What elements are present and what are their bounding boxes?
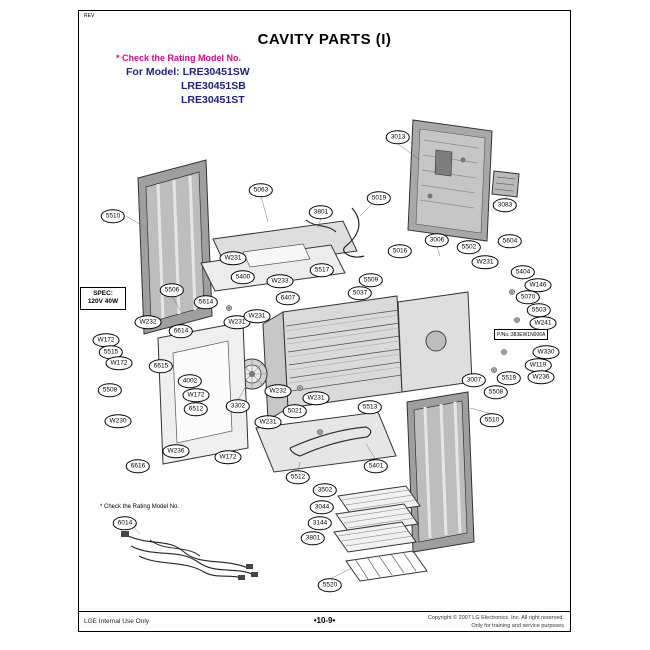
part-callout: 6614 (168, 324, 194, 338)
leader-lines (124, 143, 511, 580)
model-line-1: For Model: LRE30451SW (126, 66, 250, 78)
part-callout: 5604 (497, 234, 523, 248)
part-callout: W236 (162, 444, 190, 458)
model-number-3: LRE30451ST (181, 94, 245, 106)
part-callout: 5512 (285, 470, 311, 484)
part-callout: 3144 (307, 516, 333, 530)
part-number-box: P/No.:383EW1N006A (494, 329, 549, 340)
rack-stack (333, 485, 428, 582)
part-callout: 5509 (358, 273, 384, 287)
left-door-panel (137, 159, 213, 335)
part-callout: W231 (219, 251, 247, 265)
part-callout: 5021 (282, 404, 308, 418)
part-callout: 6615 (148, 359, 174, 373)
part-callout: W146 (524, 278, 552, 292)
footer-divider (78, 611, 571, 612)
part-callout: W232 (264, 384, 292, 398)
part-callout: W241 (529, 316, 557, 330)
part-callout: 5401 (363, 459, 389, 473)
rating-note-small: * Check the Rating Model No. (100, 504, 180, 510)
part-callout: W172 (182, 388, 210, 402)
part-callout: W231 (254, 415, 282, 429)
part-callout: 5404 (510, 265, 536, 279)
part-callout: 5070 (515, 290, 541, 304)
part-callout: W230 (104, 414, 132, 428)
part-callout: W236 (527, 370, 555, 384)
part-callout: W232 (134, 315, 162, 329)
part-callout: 5037 (347, 286, 373, 300)
page-title: CAVITY PARTS (I) (257, 31, 392, 48)
rev-label: REV (84, 13, 95, 19)
model-line-2: LRE30451SB (181, 80, 246, 92)
part-callout: 3013 (385, 130, 411, 144)
part-callout: 3006 (424, 233, 450, 247)
model-line-3: LRE30451ST (181, 94, 245, 106)
part-callout: W233 (266, 274, 294, 288)
part-callout: W172 (105, 356, 133, 370)
copyright-line-2: Only for training and service purposes (471, 622, 564, 629)
part-callout: 5513 (357, 400, 383, 414)
screws (226, 261, 520, 435)
part-callout: W330 (532, 345, 560, 359)
part-callout: W231 (471, 255, 499, 269)
part-callout: 5502 (456, 240, 482, 254)
part-callout: W172 (214, 450, 242, 464)
part-callout: 3801 (308, 205, 334, 219)
part-callout: W231 (243, 309, 271, 323)
wire-harness (121, 531, 258, 580)
part-callout: 6014 (112, 516, 138, 530)
back-panel (407, 119, 493, 242)
part-callout: 3502 (312, 483, 338, 497)
part-callout: 5063 (248, 183, 274, 197)
part-callout: 5520 (317, 578, 343, 592)
part-callout: 3801 (300, 531, 326, 545)
rating-note: * Check the Rating Model No. (116, 53, 242, 63)
part-callout: 6616 (125, 459, 151, 473)
part-callout: 5506 (159, 283, 185, 297)
model-number-2: LRE30451SB (181, 80, 246, 92)
part-callout: 6512 (183, 402, 209, 416)
wires (305, 207, 365, 258)
part-callout: 3083 (492, 198, 518, 212)
part-callout: 4002 (177, 374, 203, 388)
part-callout: W231 (302, 391, 330, 405)
page-number: •10-9• (313, 616, 336, 625)
copyright-line-1: Copyright © 2007 LG Electronics. Inc. Al… (427, 615, 564, 621)
model-prefix: For Model: (126, 66, 180, 78)
part-callout: 5019 (366, 191, 392, 205)
part-callout: 3007 (461, 373, 487, 387)
part-callout: 5508 (483, 385, 509, 399)
spec-label: SPEC: (93, 290, 113, 297)
bottom-panel (255, 411, 397, 473)
part-callout: 3044 (309, 500, 335, 514)
spec-value: 120V 40W (87, 298, 119, 306)
part-callout: 3302 (225, 399, 251, 413)
part-callout: 5503 (526, 303, 552, 317)
part-callout: 5400 (230, 270, 256, 284)
footer-internal-use: LGE Internal Use Only (84, 618, 150, 625)
part-callout: 5519 (496, 371, 522, 385)
model-number-1: LRE30451SW (182, 66, 250, 78)
part-callout: 5614 (193, 295, 219, 309)
part-callout: 6407 (275, 291, 301, 305)
spec-box: SPEC: 120V 40W (80, 287, 126, 310)
footer-copyright: Copyright © 2007 LG Electronics. Inc. Al… (428, 615, 564, 630)
part-callout: 5508 (97, 383, 123, 397)
part-callout: 5517 (309, 263, 335, 277)
vent-grille (491, 170, 520, 198)
part-callout: 5510 (100, 209, 126, 223)
part-callout: 5016 (387, 244, 413, 258)
part-callout: 5510 (479, 413, 505, 427)
